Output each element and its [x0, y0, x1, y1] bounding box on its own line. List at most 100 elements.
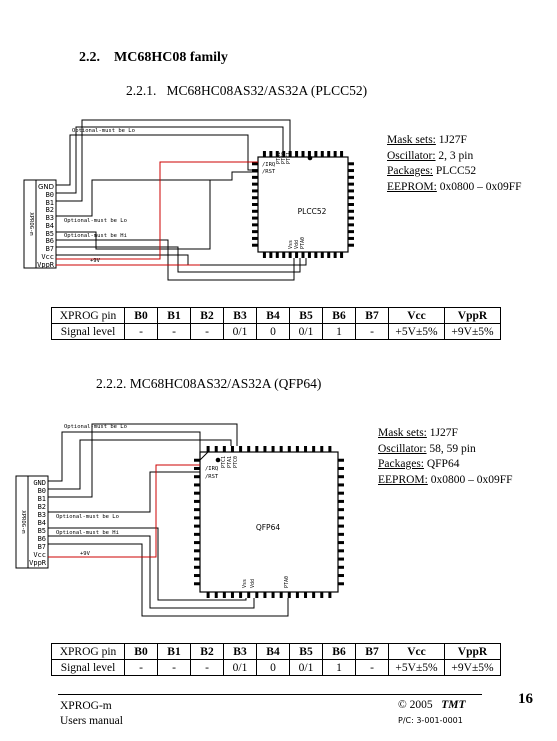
chip-pin [247, 446, 251, 452]
table1-cell: Signal level [51, 323, 125, 340]
chip-pin [348, 216, 354, 220]
table2-cell: 0 [256, 659, 290, 676]
table1-cell: +9V±5% [444, 323, 501, 340]
chip-pin [320, 592, 324, 598]
chip-pin [194, 549, 200, 553]
connector-pin-vppr: VppR [37, 261, 55, 269]
connector-pin-b4: B4 [46, 222, 54, 230]
table1-cell: - [190, 323, 224, 340]
spec-value-eeprom: 0x0800 – 0x09FF [427, 473, 513, 486]
pin-level-table-1: XPROG pin B0 B1 B2 B3 B4 B5 B6 B7 Vcc Vp… [51, 307, 501, 340]
chip-pin [252, 175, 258, 179]
chip-pin [314, 151, 318, 157]
spec-label-osc: Oscillator: [378, 442, 427, 455]
chip-pin [338, 483, 344, 487]
connector-label: XPROG-m [28, 212, 34, 236]
chip-pin [328, 592, 332, 598]
spec-row-mask: Mask sets: 1J27F [378, 426, 513, 442]
chip-pin [279, 446, 283, 452]
connector-label: XPROG-m [20, 510, 26, 534]
wires [48, 423, 289, 617]
chip-pin [194, 524, 200, 528]
chip-pin [214, 592, 218, 598]
chip-pin [282, 151, 286, 157]
table2-header-b2: B2 [190, 643, 224, 660]
chip-pin [327, 252, 331, 258]
spec-value-mask: 1J27F [435, 134, 467, 146]
chip-pin [194, 582, 200, 586]
chip-pin-irq-label: /IRQ [262, 162, 275, 168]
chip-pin-ptc0-label: PTC0 [281, 152, 287, 164]
chip-pin-vss-label: Vss [288, 240, 294, 249]
chip-pin [301, 252, 305, 258]
chip-pin [252, 162, 258, 166]
spec-row-eeprom: EEPROM: 0x0800 – 0x09FF [387, 180, 522, 196]
spec-row-pkg: Packages: QFP64 [378, 457, 513, 473]
spec-value-pkg: QFP64 [423, 458, 460, 470]
chip-qfp64-body [199, 451, 339, 593]
chip-pin [239, 592, 243, 598]
chip-pin [263, 446, 267, 452]
pin1-dot [215, 457, 221, 463]
chip-pin [252, 182, 258, 186]
table2-cell: - [124, 659, 158, 676]
subsection-2-title: MC68HC08AS32/AS32A (QFP64) [129, 376, 322, 391]
subsection-2-number: 2.2.2. [96, 376, 127, 391]
connector-pin-b2: B2 [38, 503, 46, 511]
table1-header-vcc: Vcc [388, 307, 445, 324]
table-row: Signal level - - - 0/1 0 0/1 1 - +5V±5% … [51, 323, 501, 340]
table1-cell: 0 [256, 323, 290, 340]
chip-pin [333, 252, 337, 258]
chip-pin [262, 151, 266, 157]
chip-pin [295, 252, 299, 258]
chip-pin [263, 592, 267, 598]
note-9v: +9V [90, 258, 101, 264]
chip-pin [282, 252, 286, 258]
table1-cell: - [157, 323, 191, 340]
connector-pin-gnd: GND [33, 479, 46, 487]
table1-header-b2: B2 [190, 307, 224, 324]
table1-cell: 0/1 [223, 323, 257, 340]
spec-value-osc: 58, 59 pin [426, 442, 476, 455]
chip-pin [348, 209, 354, 213]
chip-pin [252, 169, 258, 173]
chip-pin [314, 252, 318, 258]
table2-header-b6: B6 [322, 643, 356, 660]
footer-rule [58, 694, 482, 695]
footer-doc: Users manual [60, 715, 123, 727]
chip-pin [338, 574, 344, 578]
connector-pin-b5: B5 [46, 230, 54, 238]
chip-pin [338, 466, 344, 470]
chip-pin [252, 196, 258, 200]
chip-pin [320, 151, 324, 157]
chip-pin [194, 475, 200, 479]
chip-pin [340, 151, 344, 157]
wiring-diagram-qfp64: XPROG-m GND B0 B1 B2 B3 B4 B5 B6 B7 Vcc … [15, 423, 344, 617]
chip-pin [271, 592, 275, 598]
table2-header-b4: B4 [256, 643, 290, 660]
table1-cell: - [355, 323, 389, 340]
spec-label-eeprom: EEPROM: [387, 180, 437, 193]
chip-pin [348, 203, 354, 206]
table2-header-vppr: VppR [444, 643, 501, 660]
connector-pin-b3: B3 [46, 214, 54, 222]
table2-cell: +9V±5% [444, 659, 501, 676]
chip-pin [338, 565, 344, 569]
connector-pin-b0: B0 [46, 191, 54, 199]
chip-pins [194, 446, 344, 598]
table2-header-b1: B1 [157, 643, 191, 660]
table2-header-b3: B3 [223, 643, 257, 660]
chip-pin [252, 223, 258, 227]
chip-pin [206, 592, 210, 598]
chip-pin [304, 592, 308, 598]
chip-pin [320, 446, 324, 452]
table2-header-b7: B7 [355, 643, 389, 660]
chip-pin [348, 169, 354, 173]
chip-pin [338, 524, 344, 528]
subsection-2-heading: 2.2.2. MC68HC08AS32/AS32A (QFP64) [96, 376, 321, 392]
section-title: MC68HC08 family [114, 50, 228, 65]
chip-pin [312, 446, 316, 452]
footer-left: XPROG-m Users manual [60, 699, 123, 729]
chip-pin [288, 151, 292, 157]
chip-pin [287, 446, 291, 452]
